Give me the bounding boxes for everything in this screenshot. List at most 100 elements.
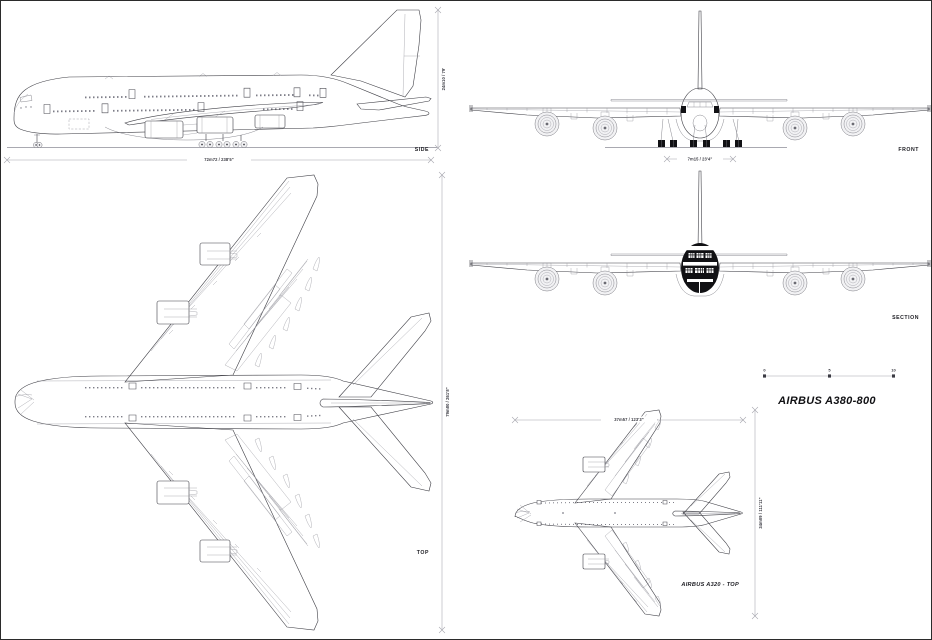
scale-label-0: 0	[763, 368, 766, 373]
scale-label-10: 10	[891, 368, 896, 373]
nose-window	[20, 107, 22, 109]
a320-cockpit-lines	[517, 505, 531, 522]
section-view-drawing: SECTION	[467, 169, 932, 321]
elevator-hinge-port	[353, 318, 422, 385]
windshield-divisions	[694, 102, 706, 107]
view-panel-side: 72m72 / 238'5" 24m10 / 79' SIDE	[1, 1, 467, 169]
fuselage-section-cut	[681, 243, 719, 293]
a320-flaps-starboard	[605, 530, 658, 607]
wing-front-right	[719, 108, 929, 118]
cockpit-windshield	[20, 95, 32, 102]
dimension-wingspan-a320: 34m09 / 111'11"	[752, 407, 763, 619]
engine-front-3	[783, 112, 807, 140]
wing-profile	[125, 102, 323, 125]
horizontal-stabilizer-port-plan	[339, 313, 431, 397]
wing-section-left	[471, 263, 681, 273]
wing-rib-ticks	[486, 108, 914, 115]
wingtip-fence-left	[470, 260, 472, 267]
flaps-port	[225, 259, 308, 371]
engine-front-2	[593, 112, 617, 140]
cockpit-plan-lines	[18, 390, 34, 414]
vertical-stabilizer-front	[698, 11, 702, 89]
wing-front-left	[471, 108, 681, 118]
a320-door	[537, 501, 541, 505]
front-view-drawing: 7m15 / 23'4" FRONT	[467, 1, 932, 169]
radome-circle	[693, 115, 707, 131]
vertical-stabilizer-section	[698, 171, 702, 251]
lower-deck-windows	[53, 108, 293, 113]
nose-contour	[14, 94, 28, 113]
view-panel-a320-top: 37m57 / 123'3" 34m09 / 111'11" AIRBUS A3…	[467, 406, 931, 640]
engine-nacelle-inboard	[145, 121, 197, 138]
slat-divisions-starboard	[169, 471, 261, 572]
nacelle-rings	[260, 115, 279, 128]
spoiler-port	[229, 285, 280, 349]
a320-elevator-hinge-starboard	[691, 520, 725, 552]
wing-starboard	[125, 423, 318, 630]
wingtip-fence-left	[470, 105, 472, 112]
roof-antenna	[199, 74, 207, 77]
horizontal-stabilizer-starboard-plan	[339, 407, 431, 491]
wing-trailing-edge	[151, 105, 319, 120]
view-panel-top: 79m80 / 261'8" TOP	[1, 169, 467, 640]
dimension-length-side-text: 72m72 / 238'5"	[204, 157, 234, 162]
a320-flap-fairings-starboard	[623, 542, 660, 606]
dimension-wingspan-a320-text: 34m09 / 111'11"	[758, 497, 763, 528]
engine-pylon	[163, 111, 225, 121]
dimension-wingspan-top-text: 79m80 / 261'8"	[445, 387, 450, 417]
wingtip-fence-right	[928, 105, 930, 112]
engine-section-1	[535, 263, 559, 291]
view-label-a320-top: AIRBUS A320 - TOP	[680, 582, 739, 588]
view-label-front: FRONT	[898, 147, 919, 153]
roof-antenna	[105, 76, 113, 79]
roof-antenna	[273, 73, 281, 76]
door-main	[244, 88, 250, 97]
fuselage-cross-section	[681, 88, 719, 138]
dimension-height-side: 24m10 / 79'	[435, 7, 446, 151]
engine-starboard-outboard	[200, 540, 237, 562]
a320-engine-starboard	[583, 554, 609, 569]
door-upper	[44, 105, 50, 114]
door-main	[320, 88, 326, 97]
dimension-length-a320-text: 37m57 / 123'3"	[614, 417, 644, 422]
flaps-starboard	[225, 434, 308, 546]
spoiler-starboard	[229, 456, 280, 520]
vertical-fin-plan	[320, 399, 431, 407]
flap-fairings-port	[255, 257, 319, 367]
a320-hstab-port	[683, 472, 730, 514]
door-upper	[198, 103, 204, 112]
door-plan	[294, 384, 301, 390]
upper-deck-windows	[85, 94, 323, 99]
rudder-hinge-line	[403, 14, 405, 96]
side-view-drawing: 72m72 / 238'5" 24m10 / 79' SIDE	[1, 1, 446, 169]
door-main	[294, 88, 300, 97]
fuselage-plan-outline	[15, 375, 433, 429]
wing-section-right	[719, 263, 929, 273]
title-block-panel: 0 5 10 AIRBUS A380-800	[467, 341, 931, 441]
wing-chord-line	[471, 109, 929, 112]
nose-landing-gear	[33, 134, 42, 148]
spoiler-starboard	[244, 476, 292, 536]
a320-door	[663, 522, 667, 526]
engine-section-2	[593, 267, 617, 295]
a320-door	[663, 501, 667, 505]
door-plan	[129, 383, 136, 389]
pylon-ticks	[570, 113, 830, 122]
door-plan	[294, 415, 301, 421]
slat-port	[151, 181, 291, 351]
nose-contour-plan	[15, 395, 32, 397]
slat-starboard	[151, 454, 291, 624]
engine-front-1	[535, 108, 559, 136]
engine-nacelle-far	[255, 115, 285, 128]
cargo-door	[69, 119, 89, 129]
nose-window	[25, 106, 27, 108]
scale-bar-graphic: 0 5 10	[763, 368, 896, 378]
a320-windows-bottom	[541, 523, 674, 525]
dimension-track-front: 7m15 / 23'4"	[664, 155, 736, 163]
a320-top-view-drawing: 37m57 / 123'3" 34m09 / 111'11" AIRBUS A3…	[467, 406, 763, 640]
wing-root-marker-right	[714, 106, 719, 113]
wing-port	[125, 175, 318, 382]
main-landing-gear	[199, 134, 247, 148]
dimension-length-a320: 37m57 / 123'3"	[512, 416, 746, 424]
